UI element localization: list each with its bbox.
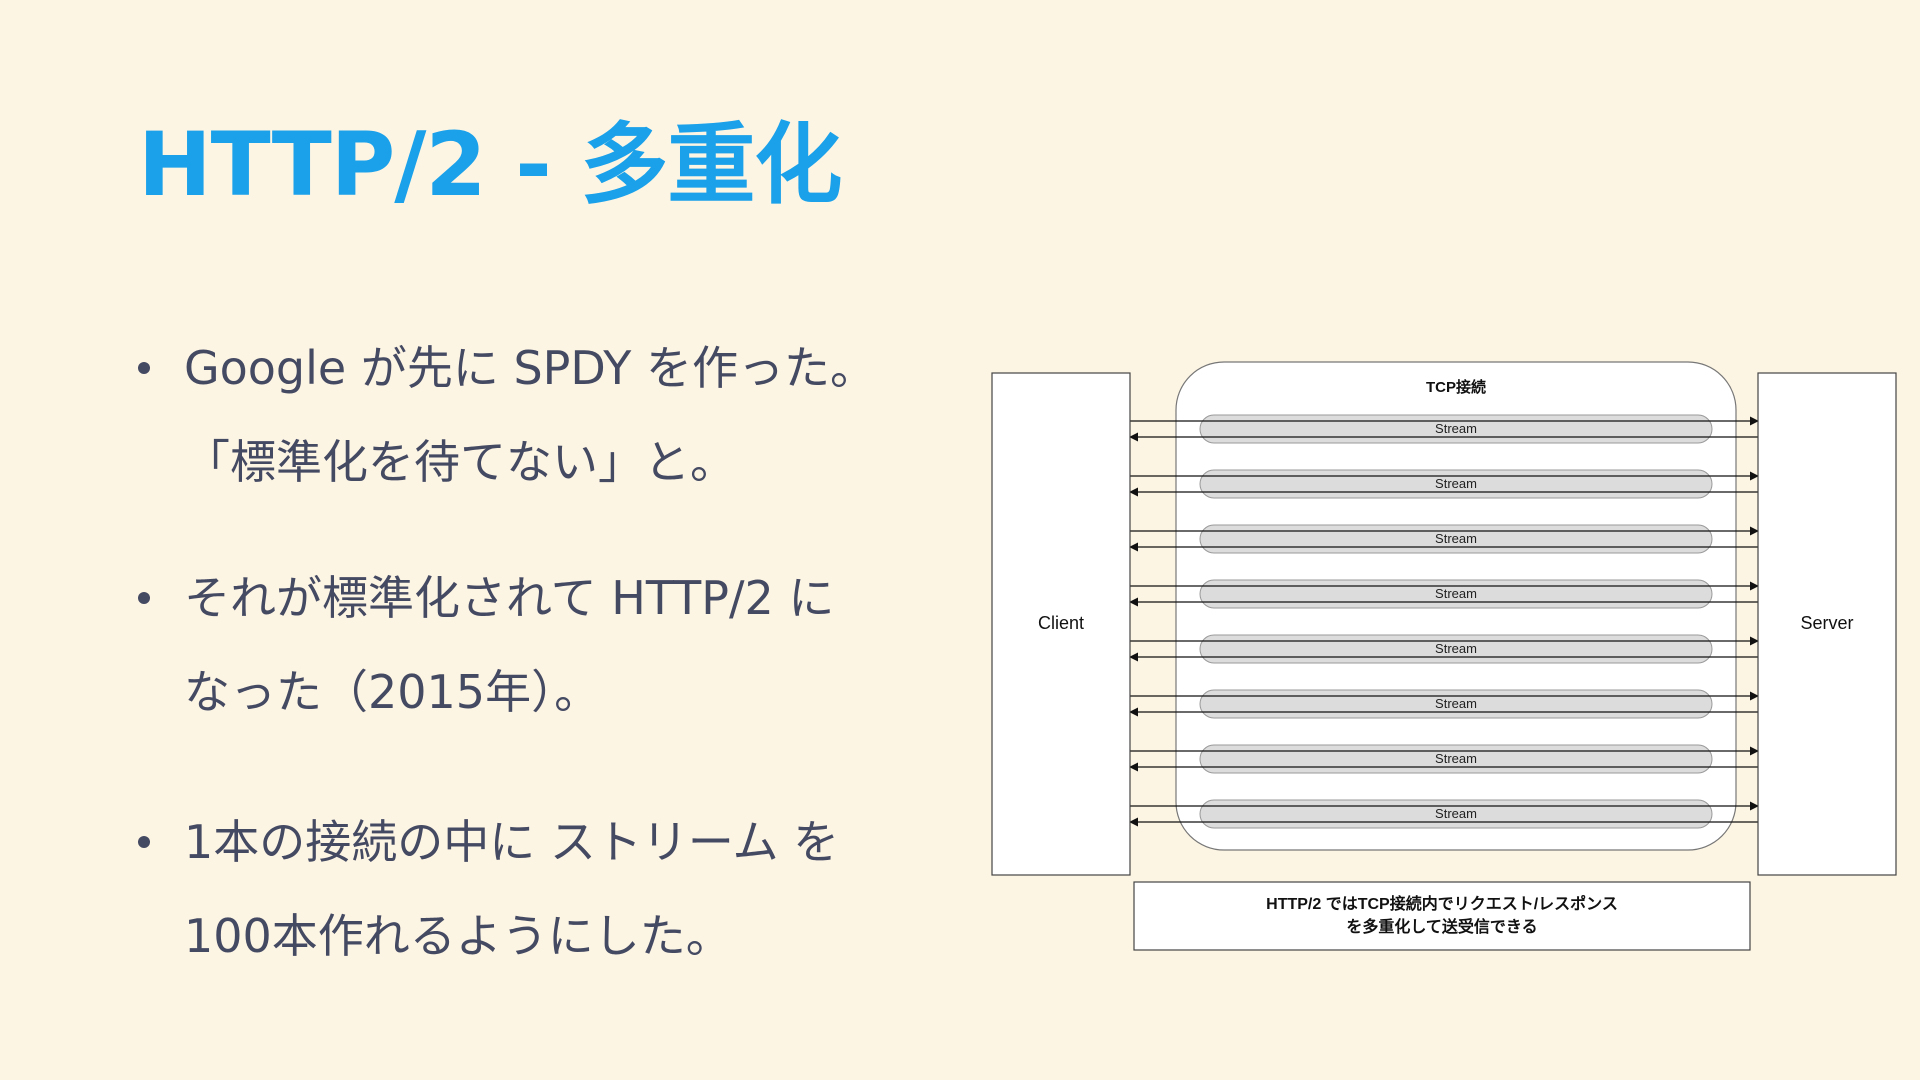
bullet-text: それが標準化されて HTTP/2 に [184,571,835,625]
stream-label: Stream [1435,751,1477,766]
bullet-text: 「標準化を待てない」と。 [184,435,736,489]
stream-label: Stream [1435,421,1477,436]
stream-label: Stream [1435,586,1477,601]
stream-pill [1199,744,1713,774]
caption-box [1133,881,1751,951]
stream-pill [1199,634,1713,664]
stream-row: Stream [1129,469,1759,499]
bullet-list: Google が先に SPDY を作った。 「標準化を待てない」と。 それが標準… [138,0,958,1080]
stream-pill [1199,579,1713,609]
stream-row: Stream [1129,689,1759,719]
stream-row: Stream [1129,634,1759,664]
client-box [991,372,1131,876]
bullet-text: Google が先に SPDY を作った。 [184,341,877,395]
stream-label: Stream [1435,696,1477,711]
bullet-dot-icon [138,836,150,848]
stream-label: Stream [1435,476,1477,491]
stream-pill [1199,469,1713,499]
bullet-dot-icon [138,362,150,374]
http2-multiplex-diagram: TCP接続 StreamStreamStreamStreamStreamStre… [991,361,1897,951]
stream-pill [1199,414,1713,444]
stream-label: Stream [1435,641,1477,656]
bullet-text: なった（2015年）。 [184,665,601,719]
stream-row: Stream [1129,744,1759,774]
tcp-connection-label: TCP接続 [1426,378,1486,396]
stream-row: Stream [1129,524,1759,554]
stream-row: Stream [1129,799,1759,829]
bullet-text: 1本の接続の中に ストリーム を [184,815,840,869]
stream-row: Stream [1129,414,1759,444]
streams-layer: StreamStreamStreamStreamStreamStreamStre… [1129,414,1759,829]
stream-pill [1199,799,1713,829]
bullet-text: 100本作れるようにした。 [184,909,732,963]
server-box [1757,372,1897,876]
server-label: Server [1800,613,1853,633]
caption-line-1: HTTP/2 ではTCP接続内でリクエスト/レスポンス [1266,894,1618,913]
stream-pill [1199,524,1713,554]
stream-row: Stream [1129,579,1759,609]
stream-label: Stream [1435,531,1477,546]
caption-line-2: を多重化して送受信できる [1346,917,1537,936]
stream-pill [1199,689,1713,719]
slide-title: HTTP/2 - 多重化 [138,113,842,216]
bullet-dot-icon [138,592,150,604]
client-label: Client [1038,613,1084,633]
stream-label: Stream [1435,806,1477,821]
